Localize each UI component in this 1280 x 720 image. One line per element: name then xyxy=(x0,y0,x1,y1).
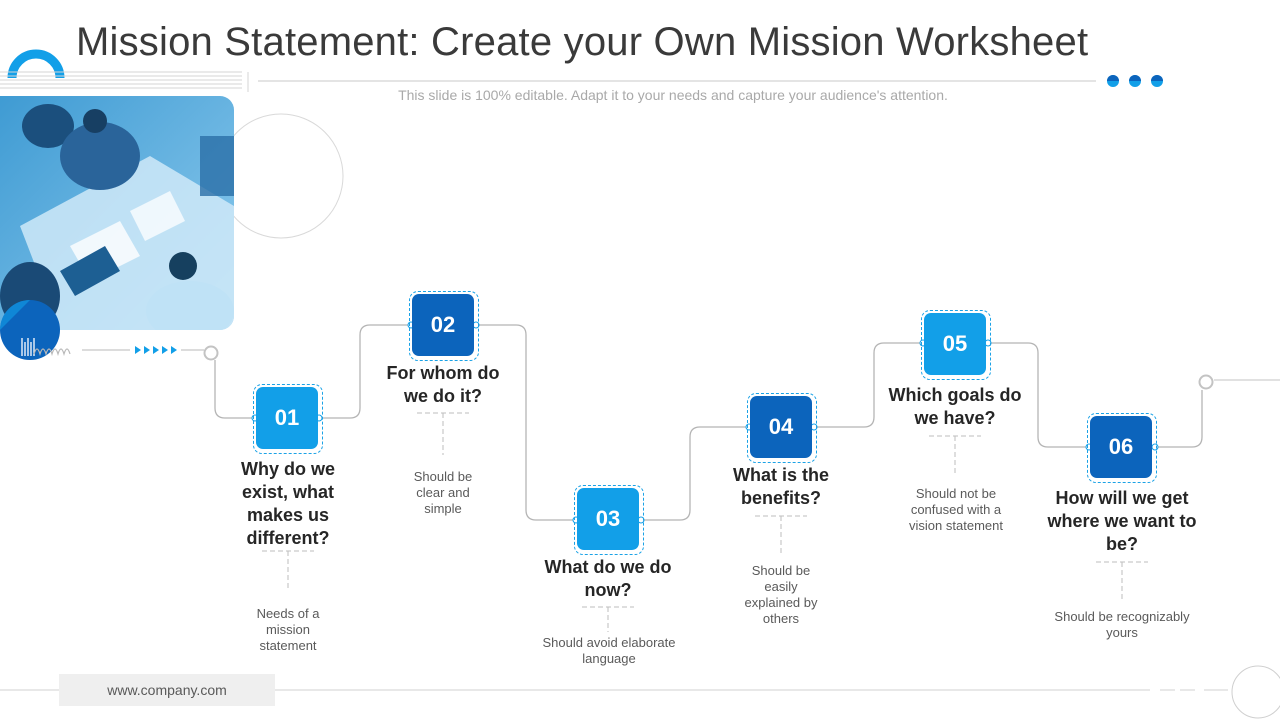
step-01-question: Why do we exist, what makes us different… xyxy=(241,459,335,548)
slide-title: Mission Statement: Create your Own Missi… xyxy=(76,20,1089,64)
step-01-description: Needs of a mission statement xyxy=(256,606,320,653)
team-meeting-photo xyxy=(0,96,234,330)
step-05-badge: 05 xyxy=(924,313,986,375)
footer-url[interactable]: www.company.com xyxy=(59,674,275,706)
slide-subtitle: This slide is 100% editable. Adapt it to… xyxy=(398,87,948,103)
step-06-ring xyxy=(1087,413,1157,483)
step-06-question: How will we get where we want to be? xyxy=(1047,488,1197,554)
step-04-badge: 04 xyxy=(750,396,812,458)
step-06-badge: 06 xyxy=(1090,416,1152,478)
step-01-badge: 01 xyxy=(256,387,318,449)
step-04-question: What is the benefits? xyxy=(732,465,829,508)
step-02-ring xyxy=(409,291,479,361)
step-05-question: Which goals do we have? xyxy=(888,385,1022,428)
step-05-description: Should not be confused with a vision sta… xyxy=(909,486,1003,533)
step-01-ring xyxy=(253,384,323,454)
wave-circle-decoration xyxy=(0,300,219,361)
step-03-description: Should avoid elaborate language xyxy=(542,635,676,666)
step-03-ring xyxy=(574,485,644,555)
step-06-description: Should be recognizably yours xyxy=(1054,609,1190,640)
step-03-badge: 03 xyxy=(577,488,639,550)
step-02-description: Should be clear and simple xyxy=(413,469,473,516)
dots-decoration-icon xyxy=(1107,75,1163,87)
step-04-ring xyxy=(747,393,817,463)
step-04-description: Should be easily explained by others xyxy=(744,563,818,626)
step-02-question: For whom do we do it? xyxy=(386,363,500,406)
step-02-badge: 02 xyxy=(412,294,474,356)
step-03-question: What do we do now? xyxy=(544,557,672,600)
step-05-ring xyxy=(921,310,991,380)
